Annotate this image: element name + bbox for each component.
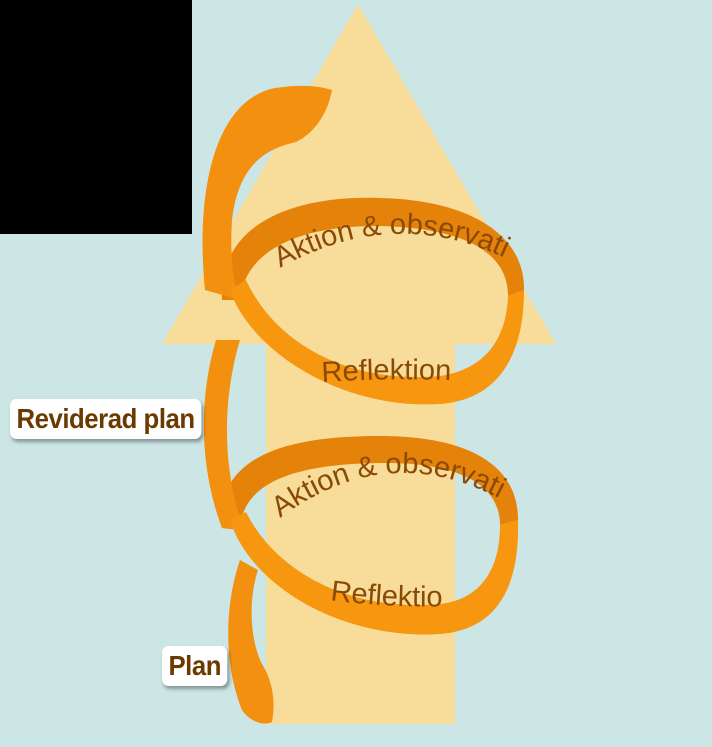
ribbon-tail-top (202, 85, 332, 300)
revised-plan-label: Reviderad plan (10, 399, 202, 439)
ribbon-back-upper (221, 197, 525, 300)
ribbon-descender-left (203, 340, 244, 530)
ribbon-front-upper (230, 280, 524, 405)
ribbon-tail-bottom (228, 560, 274, 724)
plan-label: Plan (162, 646, 228, 686)
ribbon-back-lower (221, 436, 518, 530)
cycle-1-reflection-text: Reflektion (321, 354, 452, 389)
redacted-block (0, 0, 192, 234)
ribbon-front-lower (230, 512, 519, 635)
upward-arrow (162, 4, 556, 724)
